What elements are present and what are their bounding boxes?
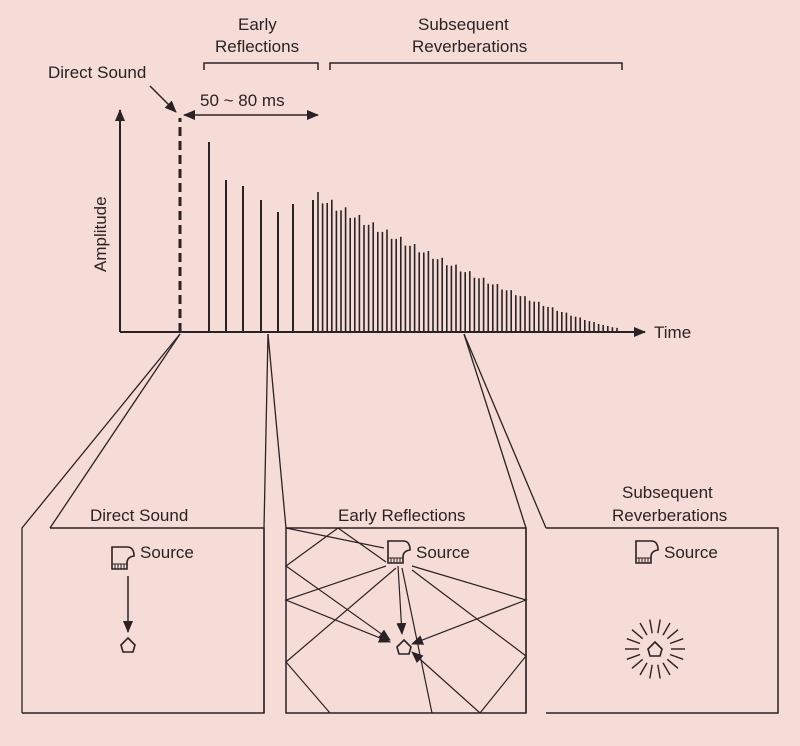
burst-ray xyxy=(662,622,671,636)
listener-icon xyxy=(647,640,663,657)
x-axis-label: Time xyxy=(654,323,691,342)
panel-direct-sound: Direct Sound Source xyxy=(22,506,265,714)
subsequent-bracket xyxy=(329,62,623,70)
burst-ray xyxy=(666,658,679,669)
interval-label: 50 ~ 80 ms xyxy=(200,91,285,110)
piano-source-icon xyxy=(635,540,659,564)
burst-ray xyxy=(669,638,684,645)
piano-source-icon xyxy=(111,546,135,570)
burst-ray xyxy=(639,622,648,636)
panel-frame xyxy=(22,527,265,714)
callout-direct-right xyxy=(49,333,181,529)
panel-subsequent-reverberations: Subsequent Reverberations Source xyxy=(546,483,779,714)
burst-ray xyxy=(657,619,661,634)
callout-early-right xyxy=(267,333,287,529)
burst-ray xyxy=(666,629,679,640)
early-reflections-bracket xyxy=(203,62,319,70)
panel-title: Direct Sound xyxy=(90,506,188,525)
panel-frame xyxy=(285,527,527,714)
early-reflections-label-line2: Reflections xyxy=(215,37,299,56)
impulse-response-bars xyxy=(208,142,618,332)
burst-ray xyxy=(662,662,671,676)
callout-direct-left xyxy=(21,333,181,713)
listener-icon xyxy=(396,638,412,655)
burst-ray xyxy=(649,619,653,634)
early-reflections-label-line1: Early xyxy=(238,15,277,34)
burst-ray xyxy=(626,653,641,660)
burst-ray xyxy=(657,664,661,679)
subsequent-label-line1: Subsequent xyxy=(418,15,509,34)
burst-ray xyxy=(631,658,644,669)
burst-ray xyxy=(631,629,644,640)
callout-subsequent-left xyxy=(463,333,527,713)
source-label: Source xyxy=(140,543,194,562)
burst-ray xyxy=(649,664,653,679)
panel-early-reflections: Early Reflections Source xyxy=(284,506,528,714)
direct-sound-pointer xyxy=(149,85,177,113)
callout-subsequent-right xyxy=(463,333,547,529)
y-axis-label: Amplitude xyxy=(91,196,110,272)
subsequent-label-line2: Reverberations xyxy=(412,37,527,56)
listener-icon xyxy=(120,636,136,653)
piano-source-icon xyxy=(387,540,411,564)
panel-title-line2: Reverberations xyxy=(612,506,727,525)
sound-burst-icon xyxy=(625,619,685,679)
direct-sound-label: Direct Sound xyxy=(48,63,146,82)
reflection-paths xyxy=(284,527,528,714)
burst-ray xyxy=(669,653,684,660)
panel-frame xyxy=(546,527,779,714)
burst-ray xyxy=(626,638,641,645)
source-label: Source xyxy=(416,543,470,562)
source-label: Source xyxy=(664,543,718,562)
panel-title-line1: Subsequent xyxy=(622,483,713,502)
panel-title: Early Reflections xyxy=(338,506,466,525)
burst-ray xyxy=(639,662,648,676)
